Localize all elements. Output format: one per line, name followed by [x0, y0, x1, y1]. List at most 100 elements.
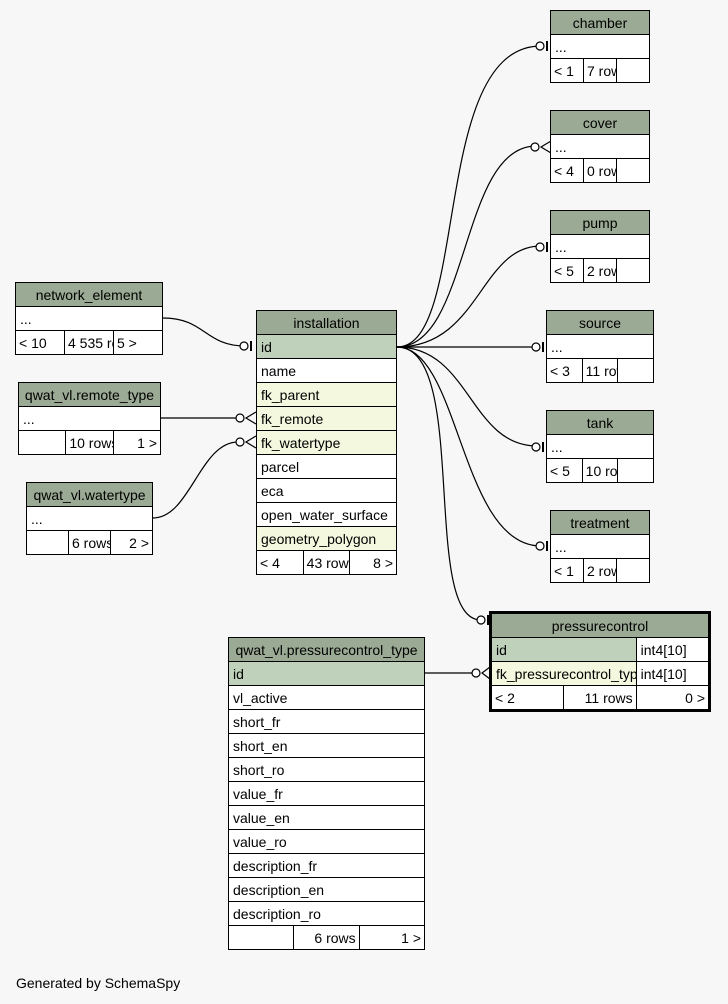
table-pump[interactable]: pump ... < 5 2 rows [550, 210, 650, 283]
table-treatment[interactable]: treatment ... < 1 2 rows [550, 510, 650, 583]
children-count: 0 > [635, 685, 710, 710]
parents-count [227, 925, 295, 950]
column-fk-pressurecontrol-type: fk_pressurecontrol_type [491, 661, 637, 686]
edge-installation-chamber [396, 45, 542, 348]
column-description-ro: description_ro [228, 901, 425, 926]
table-remote-type[interactable]: qwat_vl.remote_type ... 10 rows 1 > [17, 382, 162, 455]
column-id: id [491, 637, 637, 662]
table-source[interactable]: source ... < 3 11 rows [546, 310, 654, 383]
column-ellipsis: ... [550, 134, 650, 159]
table-tank[interactable]: tank ... < 5 10 rows [546, 410, 654, 483]
table-title: chamber [550, 10, 650, 35]
row-count: 11 rows [581, 358, 619, 383]
parents-count: < 4 [550, 158, 584, 183]
column-fk-parent: fk_parent [256, 382, 397, 407]
table-installation[interactable]: installation id name fk_parent fk_remote… [256, 310, 397, 575]
parents-count: < 10 [15, 330, 65, 355]
column-name: name [256, 358, 397, 383]
children-count: 1 > [358, 925, 426, 950]
parents-count: < 1 [550, 58, 584, 83]
column-ellipsis: ... [18, 406, 161, 431]
table-title: pump [550, 210, 650, 235]
parents-count [17, 430, 67, 455]
children-count [616, 558, 650, 583]
table-title: network_element [15, 282, 163, 307]
column-description-fr: description_fr [228, 853, 425, 878]
table-title: qwat_vl.watertype [26, 482, 153, 507]
table-pressurecontrol-type[interactable]: qwat_vl.pressurecontrol_type id vl_activ… [227, 637, 426, 950]
row-count: 10 rows [581, 458, 619, 483]
row-count: 2 rows [583, 558, 617, 583]
row-count: 7 rows [583, 58, 617, 83]
column-ellipsis: ... [15, 306, 163, 331]
column-id: id [228, 661, 425, 686]
edge-installation-pressurecontrol [396, 346, 482, 621]
column-fk-watertype: fk_watertype [256, 430, 397, 455]
edge-installation-pump [396, 245, 542, 348]
table-title: installation [256, 310, 397, 335]
table-pressurecontrol[interactable]: pressurecontrol id int4[10] fk_pressurec… [489, 611, 711, 712]
column-ellipsis: ... [550, 534, 650, 559]
column-id: id [256, 334, 397, 359]
children-count [616, 58, 650, 83]
children-count: 1 > [112, 430, 162, 455]
row-count: 2 rows [583, 258, 617, 283]
edge-installation-treatment [396, 346, 542, 547]
column-open-water-surface: open_water_surface [256, 502, 397, 527]
table-title: source [546, 310, 654, 335]
column-fk-type: int4[10] [635, 661, 710, 686]
children-count [617, 358, 654, 383]
row-count: 0 rows [583, 158, 617, 183]
table-title: treatment [550, 510, 650, 535]
table-network-element[interactable]: network_element ... < 10 4 535 rows 5 > [15, 282, 163, 355]
table-title: qwat_vl.pressurecontrol_type [228, 637, 425, 662]
column-value-en: value_en [228, 805, 425, 830]
parents-count: < 2 [490, 685, 565, 710]
column-id-type: int4[10] [635, 637, 710, 662]
column-geometry-polygon: geometry_polygon [256, 526, 397, 551]
column-ellipsis: ... [550, 234, 650, 259]
column-fk-remote: fk_remote [256, 406, 397, 431]
parents-count: < 5 [546, 458, 583, 483]
children-count [616, 158, 650, 183]
column-eca: eca [256, 478, 397, 503]
table-title: tank [546, 410, 654, 435]
edge-watertype-installation [152, 441, 239, 519]
row-count: 6 rows [68, 530, 111, 555]
parents-count [26, 530, 69, 555]
column-value-fr: value_fr [228, 781, 425, 806]
column-ellipsis: ... [26, 506, 153, 531]
parents-count: < 3 [546, 358, 583, 383]
children-count: 8 > [349, 550, 397, 575]
column-ellipsis: ... [546, 334, 654, 359]
table-title: cover [550, 110, 650, 135]
column-description-en: description_en [228, 877, 425, 902]
column-ellipsis: ... [550, 34, 650, 59]
edge-installation-tank [396, 346, 538, 447]
edge-installation-cover [396, 145, 537, 348]
column-vl-active: vl_active [228, 685, 425, 710]
row-count: 4 535 rows [64, 330, 114, 355]
column-ellipsis: ... [546, 434, 654, 459]
parents-count: < 4 [256, 550, 304, 575]
row-count: 43 rows [302, 550, 351, 575]
children-count: 5 > [113, 330, 163, 355]
children-count: 2 > [110, 530, 153, 555]
row-count: 11 rows [563, 685, 637, 710]
table-cover[interactable]: cover ... < 4 0 rows [550, 110, 650, 183]
column-parcel: parcel [256, 454, 397, 479]
parents-count: < 1 [550, 558, 584, 583]
column-short-fr: short_fr [228, 709, 425, 734]
table-chamber[interactable]: chamber ... < 1 7 rows [550, 10, 650, 83]
table-title: pressurecontrol [491, 613, 709, 638]
column-value-ro: value_ro [228, 829, 425, 854]
table-title: qwat_vl.remote_type [18, 382, 161, 407]
row-count: 6 rows [293, 925, 360, 950]
children-count [616, 258, 650, 283]
row-count: 10 rows [65, 430, 114, 455]
parents-count: < 5 [550, 258, 584, 283]
column-short-en: short_en [228, 733, 425, 758]
generated-by-credit: Generated by SchemaSpy [16, 975, 181, 991]
table-watertype[interactable]: qwat_vl.watertype ... 6 rows 2 > [26, 482, 153, 555]
